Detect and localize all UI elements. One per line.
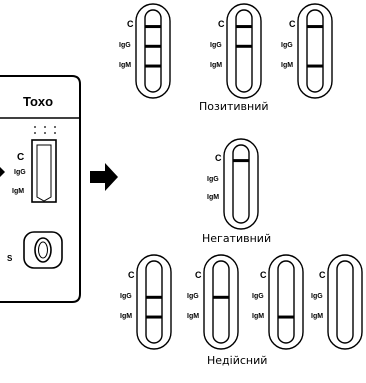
strip-result-window: [336, 260, 354, 344]
strip-mark-c: C: [260, 269, 267, 280]
strip-mark-igg: IgG: [252, 293, 264, 301]
strip-mark-igm: IgM: [210, 62, 223, 70]
strip-mark-c: C: [218, 18, 225, 29]
strip-outer-outline: [136, 254, 172, 350]
strip-mark-igg: IgG: [187, 293, 199, 301]
strip-result-window: [277, 260, 295, 344]
caption-positive: Позитивний: [199, 100, 269, 113]
strip-result-window: [235, 9, 253, 93]
strip-positive-3: [297, 3, 333, 99]
strip-mark-igg: IgG: [119, 42, 131, 50]
strip-mark-igm: IgM: [187, 313, 200, 321]
cassette-mark-c: C: [17, 152, 25, 163]
strip-result-window: [212, 260, 230, 344]
test-cassette: [0, 75, 81, 303]
strip-outer-outline: [223, 138, 259, 230]
strip-outer-outline: [268, 254, 304, 350]
strip-positive-2: [226, 3, 262, 99]
strip-mark-igg: IgG: [210, 42, 222, 50]
strip-outer-outline: [135, 3, 171, 99]
strip-mark-c: C: [215, 152, 222, 163]
strip-mark-c: C: [127, 18, 134, 29]
strip-mark-igg: IgG: [120, 293, 132, 301]
cassette-title: Toxo: [23, 94, 54, 109]
cassette-result-window: [31, 139, 57, 203]
cassette-mark-igm: IgM: [12, 188, 25, 195]
strip-mark-igg: IgG: [207, 175, 219, 183]
strip-invalid-1: [136, 254, 172, 350]
strip-mark-igm: IgM: [207, 194, 220, 202]
caption-negative: Негативний: [202, 232, 272, 245]
strip-mark-igg: IgG: [311, 293, 323, 301]
strip-result-window: [145, 260, 163, 344]
strip-mark-igm: IgM: [119, 62, 132, 70]
strip-mark-c: C: [289, 18, 296, 29]
arrow-right-icon: [90, 163, 118, 191]
strip-mark-igm: IgM: [311, 313, 324, 321]
strip-mark-igm: IgM: [281, 62, 294, 70]
cassette-mark-sample: S: [7, 254, 13, 263]
strip-result-window: [306, 9, 324, 93]
strip-mark-c: C: [319, 269, 326, 280]
cassette-dots: [34, 126, 56, 134]
strip-outer-outline: [226, 3, 262, 99]
strip-result-window: [144, 9, 162, 93]
strip-outer-outline: [203, 254, 239, 350]
strip-mark-igm: IgM: [120, 313, 133, 321]
cassette-mark-igg: IgG: [14, 169, 26, 176]
strip-outer-outline: [297, 3, 333, 99]
strip-result-window: [232, 144, 250, 224]
strip-invalid-4: [327, 254, 363, 350]
strip-outer-outline: [327, 254, 363, 350]
arrow-left-icon: [0, 167, 5, 177]
strip-mark-igm: IgM: [252, 313, 265, 321]
strip-mark-igg: IgG: [281, 42, 293, 50]
caption-invalid: Недійсний: [207, 354, 268, 367]
strip-mark-c: C: [195, 269, 202, 280]
strip-negative-1: [223, 138, 259, 230]
strip-mark-c: C: [128, 269, 135, 280]
strip-invalid-3: [268, 254, 304, 350]
cassette-sample-well: [23, 231, 63, 269]
strip-positive-1: [135, 3, 171, 99]
strip-invalid-2: [203, 254, 239, 350]
